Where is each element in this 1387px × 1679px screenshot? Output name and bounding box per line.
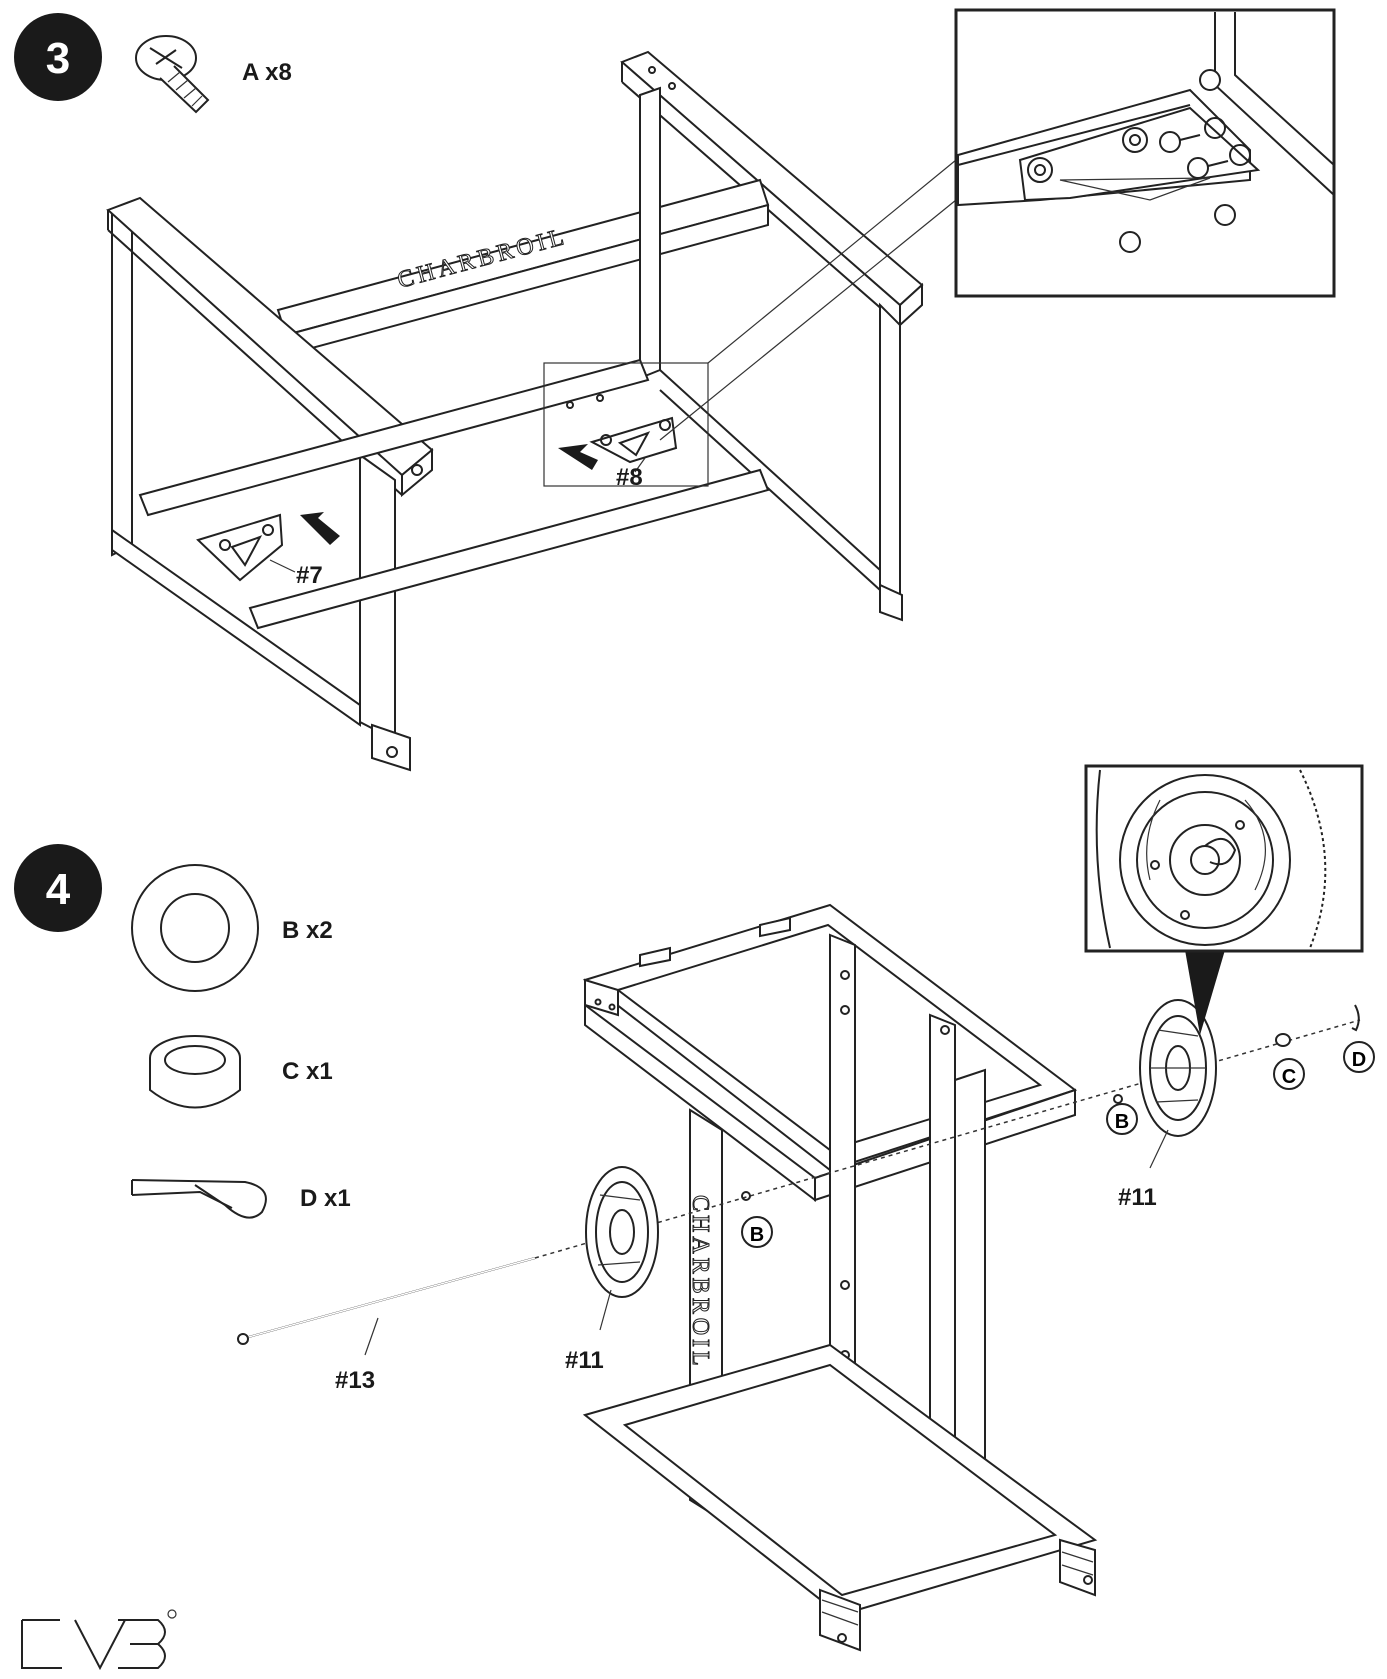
step-3-number: 3 xyxy=(46,34,70,83)
cart-frame-upright-diagram: CHARBROIL xyxy=(582,903,1098,1652)
part-13-label: #13 xyxy=(335,1367,375,1394)
part-11-right-label: #11 xyxy=(1118,1184,1157,1211)
step-4-section: 4 B x2 C x1 D x1 xyxy=(14,764,1375,1652)
step-3-badge xyxy=(14,13,102,101)
cap-nut-marker xyxy=(1275,1033,1291,1047)
washer-b-left-marker xyxy=(741,1191,751,1201)
wheel-hub-detail-inset xyxy=(1084,764,1364,1035)
svg-text:B: B xyxy=(750,1224,764,1246)
charbroil-logo: CB xyxy=(0,0,177,1671)
detail-zoom-box xyxy=(543,362,709,487)
axle-rod-diagram xyxy=(237,1019,1361,1356)
cap-nut-c-icon xyxy=(149,1035,241,1109)
wheel-right-icon xyxy=(1139,999,1217,1169)
step-4-badge xyxy=(14,844,102,932)
step-4-number: 4 xyxy=(46,865,71,914)
hardware-d-label: D x1 xyxy=(300,1185,351,1212)
step-3-section: 3 A x8 CHARBROIL xyxy=(14,8,1336,772)
logo-text: CB xyxy=(0,0,22,4)
svg-text:D: D xyxy=(1352,1049,1366,1071)
wheel-left-icon xyxy=(585,1166,659,1331)
washer-b-icon xyxy=(131,864,259,992)
part-11-left-label: #11 xyxy=(565,1347,604,1374)
part-7-label: #7 xyxy=(296,562,323,589)
washer-b-right-marker xyxy=(1113,1094,1123,1104)
screw-detail-icon xyxy=(1119,131,1236,253)
hardware-c-label: C x1 xyxy=(282,1058,333,1085)
svg-text:C: C xyxy=(1282,1066,1296,1088)
callout-d: D xyxy=(1343,1041,1375,1073)
cart-frame-inverted-diagram: CHARBROIL xyxy=(106,50,957,772)
callout-b-left: B xyxy=(741,1216,773,1248)
hardware-a-label: A x8 xyxy=(242,59,292,86)
callout-b-right: B xyxy=(1106,1103,1138,1135)
part-8-label: #8 xyxy=(616,464,643,491)
bracket-detail-inset xyxy=(954,8,1336,298)
svg-text:B: B xyxy=(1115,1111,1129,1133)
screw-a-icon xyxy=(135,35,210,114)
brand-text-lower: CHARBROIL xyxy=(687,1195,713,1370)
hardware-b-label: B x2 xyxy=(282,917,333,944)
callout-c: C xyxy=(1273,1058,1305,1090)
hitch-pin-d-icon xyxy=(131,1179,267,1219)
hitch-pin-marker xyxy=(1351,1004,1360,1032)
